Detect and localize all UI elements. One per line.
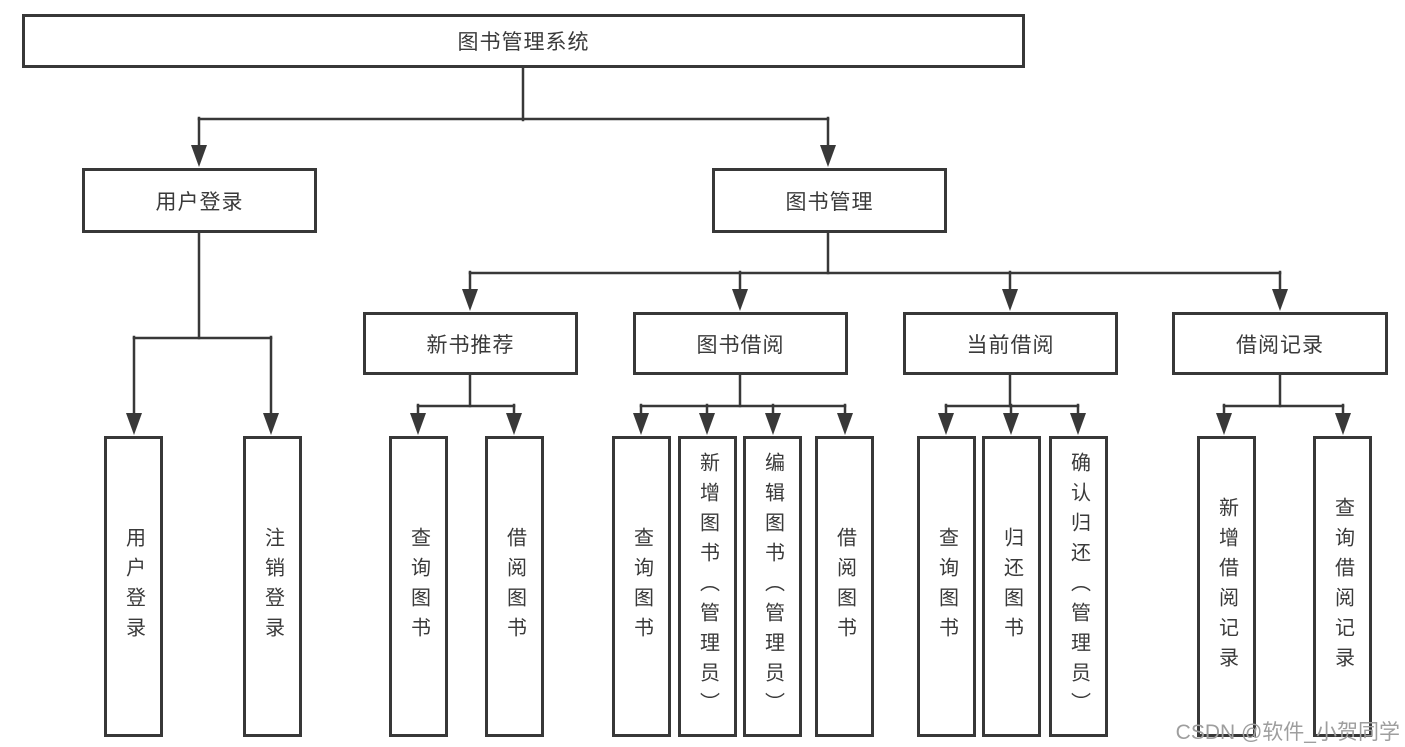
node-current-borrowing: 当前借阅 [903,312,1118,375]
leaf-query-books-current: 查询图书 [917,436,976,737]
node-borrowing-records: 借阅记录 [1172,312,1388,375]
node-new-book-recommend: 新书推荐 [363,312,578,375]
leaf-borrow-books-recommend: 借阅图书 [485,436,544,737]
leaf-query-books-recommend: 查询图书 [389,436,448,737]
node-user-login: 用户登录 [82,168,317,233]
node-book-borrowing: 图书借阅 [633,312,848,375]
arrowhead-icons [126,145,1351,435]
leaf-user-login: 用户登录 [104,436,163,737]
leaf-add-books-admin: 新增图书（管理员） [678,436,737,737]
leaf-return-books: 归还图书 [982,436,1041,737]
leaf-confirm-return-admin: 确认归还（管理员） [1049,436,1108,737]
leaf-edit-books-admin: 编辑图书（管理员） [743,436,802,737]
node-book-management: 图书管理 [712,168,947,233]
node-library-management-system: 图书管理系统 [22,14,1025,68]
leaf-query-books-borrow: 查询图书 [612,436,671,737]
leaf-logout: 注销登录 [243,436,302,737]
leaf-query-borrow-record: 查询借阅记录 [1313,436,1372,737]
watermark: CSDN @软件_小贺同学 [1175,721,1400,744]
leaf-borrow-books: 借阅图书 [815,436,874,737]
leaf-add-borrow-record: 新增借阅记录 [1197,436,1256,737]
